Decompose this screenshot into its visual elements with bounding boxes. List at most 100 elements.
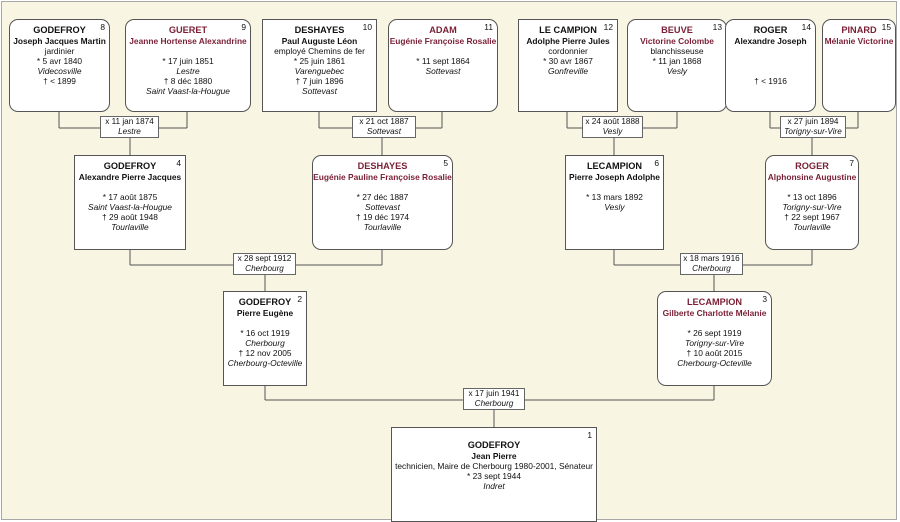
person-detail: jardinier — [44, 46, 75, 56]
person-detail — [126, 46, 250, 56]
person-surname: GODEFROY — [103, 161, 157, 171]
person-place: Sottevast — [365, 202, 400, 212]
person-detail — [389, 46, 497, 56]
person-number: 11 — [484, 22, 493, 32]
person-given-names: Paul Auguste Léon — [281, 36, 358, 46]
person-detail — [658, 318, 771, 328]
person-detail: † 8 déc 1880 — [163, 76, 213, 86]
person-number: 13 — [712, 22, 722, 32]
person-given-names: Jeanne Hortense Alexandrine — [129, 36, 247, 46]
person-given-names: Eugénie Pauline Françoise Rosalie — [313, 172, 452, 182]
person-detail: technicien, Maire de Cherbourg 1980-2001… — [395, 461, 593, 471]
person-detail: * 23 sept 1944 — [466, 471, 522, 481]
person-surname: PINARD — [841, 25, 877, 35]
person-detail: † 19 déc 1974 — [355, 212, 410, 222]
person-detail: † 10 août 2015 — [686, 348, 743, 358]
person-number: 1 — [587, 430, 592, 440]
person-surname: GUERET — [168, 25, 208, 35]
person-place: Cherbourg-Octeville — [677, 358, 752, 368]
person-number: 14 — [801, 22, 811, 32]
person-place: Tourlaville — [111, 222, 149, 232]
person-detail: * 30 avr 1867 — [543, 56, 593, 66]
person-place: Gonfreville — [547, 66, 589, 76]
person-detail: † 22 sept 1967 — [784, 212, 840, 222]
person-number: 3 — [762, 294, 767, 304]
person-detail — [766, 182, 858, 192]
person-detail: * 13 mars 1892 — [586, 192, 643, 202]
marriage-date: x 28 sept 1912 — [237, 254, 292, 263]
person-place: Vesly — [666, 66, 688, 76]
marriage-place: Cherbourg — [245, 264, 284, 273]
person-detail: blanchisseuse — [650, 46, 704, 56]
person-detail: † 12 nov 2005 — [238, 348, 292, 358]
person-place: Varenguebec — [294, 66, 345, 76]
marriage-place: Vesly — [602, 127, 623, 136]
person-given-names: Pierre Joseph Adolphe — [569, 172, 660, 182]
person-number: 9 — [241, 22, 246, 32]
person-surname: GODEFROY — [33, 25, 86, 35]
person-detail: employé Chemins de fer — [274, 46, 365, 56]
person-surname: GODEFROY — [467, 440, 521, 450]
person-given-names: Alexandre Pierre Jacques — [78, 172, 182, 182]
marriage-date: x 27 juin 1894 — [787, 117, 839, 126]
person-place: Vesly — [604, 202, 625, 212]
person-detail: * 17 juin 1851 — [162, 56, 214, 66]
person-detail — [726, 46, 815, 56]
marriage-date: x 17 juin 1941 — [468, 389, 520, 398]
person-place: Tourlaville — [363, 222, 402, 232]
person-surname: LE CAMPION — [539, 25, 597, 35]
person-given-names: Jean Pierre — [471, 451, 517, 461]
person-detail — [726, 56, 815, 66]
person-surname: DESHAYES — [357, 161, 408, 171]
person-place: Indret — [483, 481, 505, 491]
marriage-place: Cherbourg — [474, 399, 514, 408]
person-surname: DESHAYES — [294, 25, 345, 35]
person-place: Torigny-sur-Vire — [782, 202, 842, 212]
person-given-names: Alexandre Joseph — [734, 36, 807, 46]
person-surname: LECAMPION — [686, 297, 743, 307]
person-detail: * 11 jan 1868 — [652, 56, 702, 66]
person-place: Lestre — [176, 66, 200, 76]
marriage-date: x 11 jan 1874 — [105, 117, 154, 126]
person-number: 2 — [297, 294, 302, 304]
person-place: Torigny-sur-Vire — [685, 338, 744, 348]
person-given-names: Gilberte Charlotte Mélanie — [662, 308, 767, 318]
person-given-names: Pierre Eugène — [236, 308, 294, 318]
marriage-date: x 24 août 1888 — [585, 117, 640, 126]
marriage-place: Lestre — [118, 127, 141, 136]
person-detail — [566, 182, 663, 192]
person-detail: † 7 juin 1896 — [295, 76, 344, 86]
person-surname: ROGER — [795, 161, 829, 171]
person-number: 8 — [100, 22, 105, 32]
person-given-names: Victorine Colombe — [640, 36, 714, 46]
person-given-names: Joseph Jacques Martin — [13, 36, 106, 46]
person-detail: * 26 sept 1919 — [687, 328, 742, 338]
marriage-place: Cherbourg — [692, 264, 731, 273]
person-number: 7 — [849, 158, 854, 168]
person-detail: * 25 juin 1861 — [293, 56, 346, 66]
person-surname: GODEFROY — [238, 297, 292, 307]
